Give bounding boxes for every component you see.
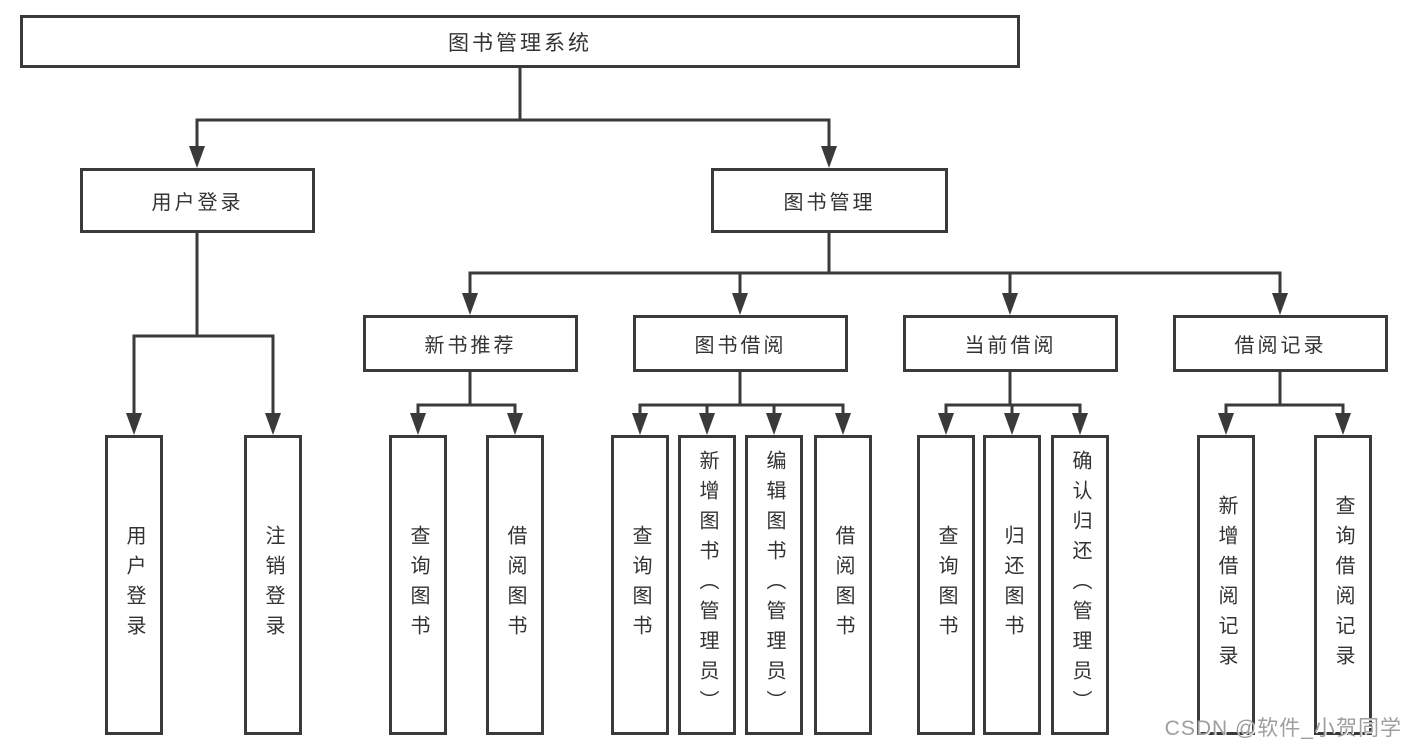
arrow-down-icon xyxy=(699,413,715,435)
arrow-down-icon xyxy=(938,413,954,435)
node-label: 查询图书 xyxy=(407,525,429,645)
leaf-current-query-books: 查询图书 xyxy=(917,435,975,735)
node-label: 新书推荐 xyxy=(424,335,517,357)
node-user-login: 用户登录 xyxy=(80,168,315,233)
node-label: 新增图书（管理员） xyxy=(696,450,718,720)
arrow-down-icon xyxy=(265,413,281,435)
node-borrowing-records: 借阅记录 xyxy=(1173,315,1388,372)
leaf-records-add-borrow-record: 新增借阅记录 xyxy=(1197,435,1255,735)
node-label: 编辑图书（管理员） xyxy=(763,450,785,720)
arrow-down-icon xyxy=(507,413,523,435)
edge-root-to-level2 xyxy=(195,66,831,148)
node-label: 图书管理系统 xyxy=(448,31,592,55)
arrowhead-icons xyxy=(126,146,1351,435)
arrow-down-icon xyxy=(1218,413,1234,435)
node-book-management: 图书管理 xyxy=(711,168,948,233)
node-label: 确认归还（管理员） xyxy=(1069,450,1091,720)
arrow-down-icon xyxy=(766,413,782,435)
edge-userlogin-to-leaves xyxy=(132,231,275,417)
arrow-down-icon xyxy=(1002,293,1018,315)
leaf-newbook-query-books: 查询图书 xyxy=(389,435,447,735)
arrow-down-icon xyxy=(1272,293,1288,315)
leaf-records-query-borrow-record: 查询借阅记录 xyxy=(1314,435,1372,735)
edge-bookborrow-to-leaves xyxy=(638,370,845,417)
leaf-current-confirm-return-admin: 确认归还（管理员） xyxy=(1051,435,1109,735)
arrow-down-icon xyxy=(821,146,837,168)
edge-bookmgmt-to-level3 xyxy=(468,231,1282,297)
node-label: 注销登录 xyxy=(262,525,284,645)
leaf-user-login: 用户登录 xyxy=(105,435,163,735)
node-label: 借阅记录 xyxy=(1234,335,1327,357)
node-label: 归还图书 xyxy=(1001,525,1023,645)
node-library-system: 图书管理系统 xyxy=(20,15,1020,68)
leaf-borrow-edit-books-admin: 编辑图书（管理员） xyxy=(745,435,803,735)
node-label: 借阅图书 xyxy=(504,525,526,645)
edge-records-to-leaves xyxy=(1224,370,1345,417)
leaf-borrow-query-books: 查询图书 xyxy=(611,435,669,735)
node-label: 图书管理 xyxy=(783,192,876,214)
arrow-down-icon xyxy=(1072,413,1088,435)
node-label: 用户登录 xyxy=(151,192,244,214)
node-new-book-recommend: 新书推荐 xyxy=(363,315,578,372)
node-label: 新增借阅记录 xyxy=(1215,495,1237,675)
edge-newbook-to-leaves xyxy=(416,370,517,417)
arrow-down-icon xyxy=(732,293,748,315)
csdn-watermark: CSDN @软件_小贺同学 xyxy=(1164,717,1402,740)
arrow-down-icon xyxy=(632,413,648,435)
node-book-borrowing: 图书借阅 xyxy=(633,315,848,372)
node-label: 当前借阅 xyxy=(964,335,1057,357)
leaf-newbook-borrow-books: 借阅图书 xyxy=(486,435,544,735)
arrow-down-icon xyxy=(410,413,426,435)
arrow-down-icon xyxy=(189,146,205,168)
arrow-down-icon xyxy=(462,293,478,315)
arrow-down-icon xyxy=(1335,413,1351,435)
edge-currentborrow-to-leaves xyxy=(944,370,1082,417)
node-label: 借阅图书 xyxy=(832,525,854,645)
arrow-down-icon xyxy=(126,413,142,435)
leaf-current-return-books: 归还图书 xyxy=(983,435,1041,735)
node-current-borrowing: 当前借阅 xyxy=(903,315,1118,372)
node-label: 查询图书 xyxy=(629,525,651,645)
arrow-down-icon xyxy=(835,413,851,435)
arrow-down-icon xyxy=(1004,413,1020,435)
node-label: 图书借阅 xyxy=(694,335,787,357)
leaf-borrow-borrow-books: 借阅图书 xyxy=(814,435,872,735)
leaf-logout: 注销登录 xyxy=(244,435,302,735)
node-label: 查询图书 xyxy=(935,525,957,645)
leaf-borrow-add-books-admin: 新增图书（管理员） xyxy=(678,435,736,735)
node-label: 查询借阅记录 xyxy=(1332,495,1354,675)
node-label: 用户登录 xyxy=(123,525,145,645)
